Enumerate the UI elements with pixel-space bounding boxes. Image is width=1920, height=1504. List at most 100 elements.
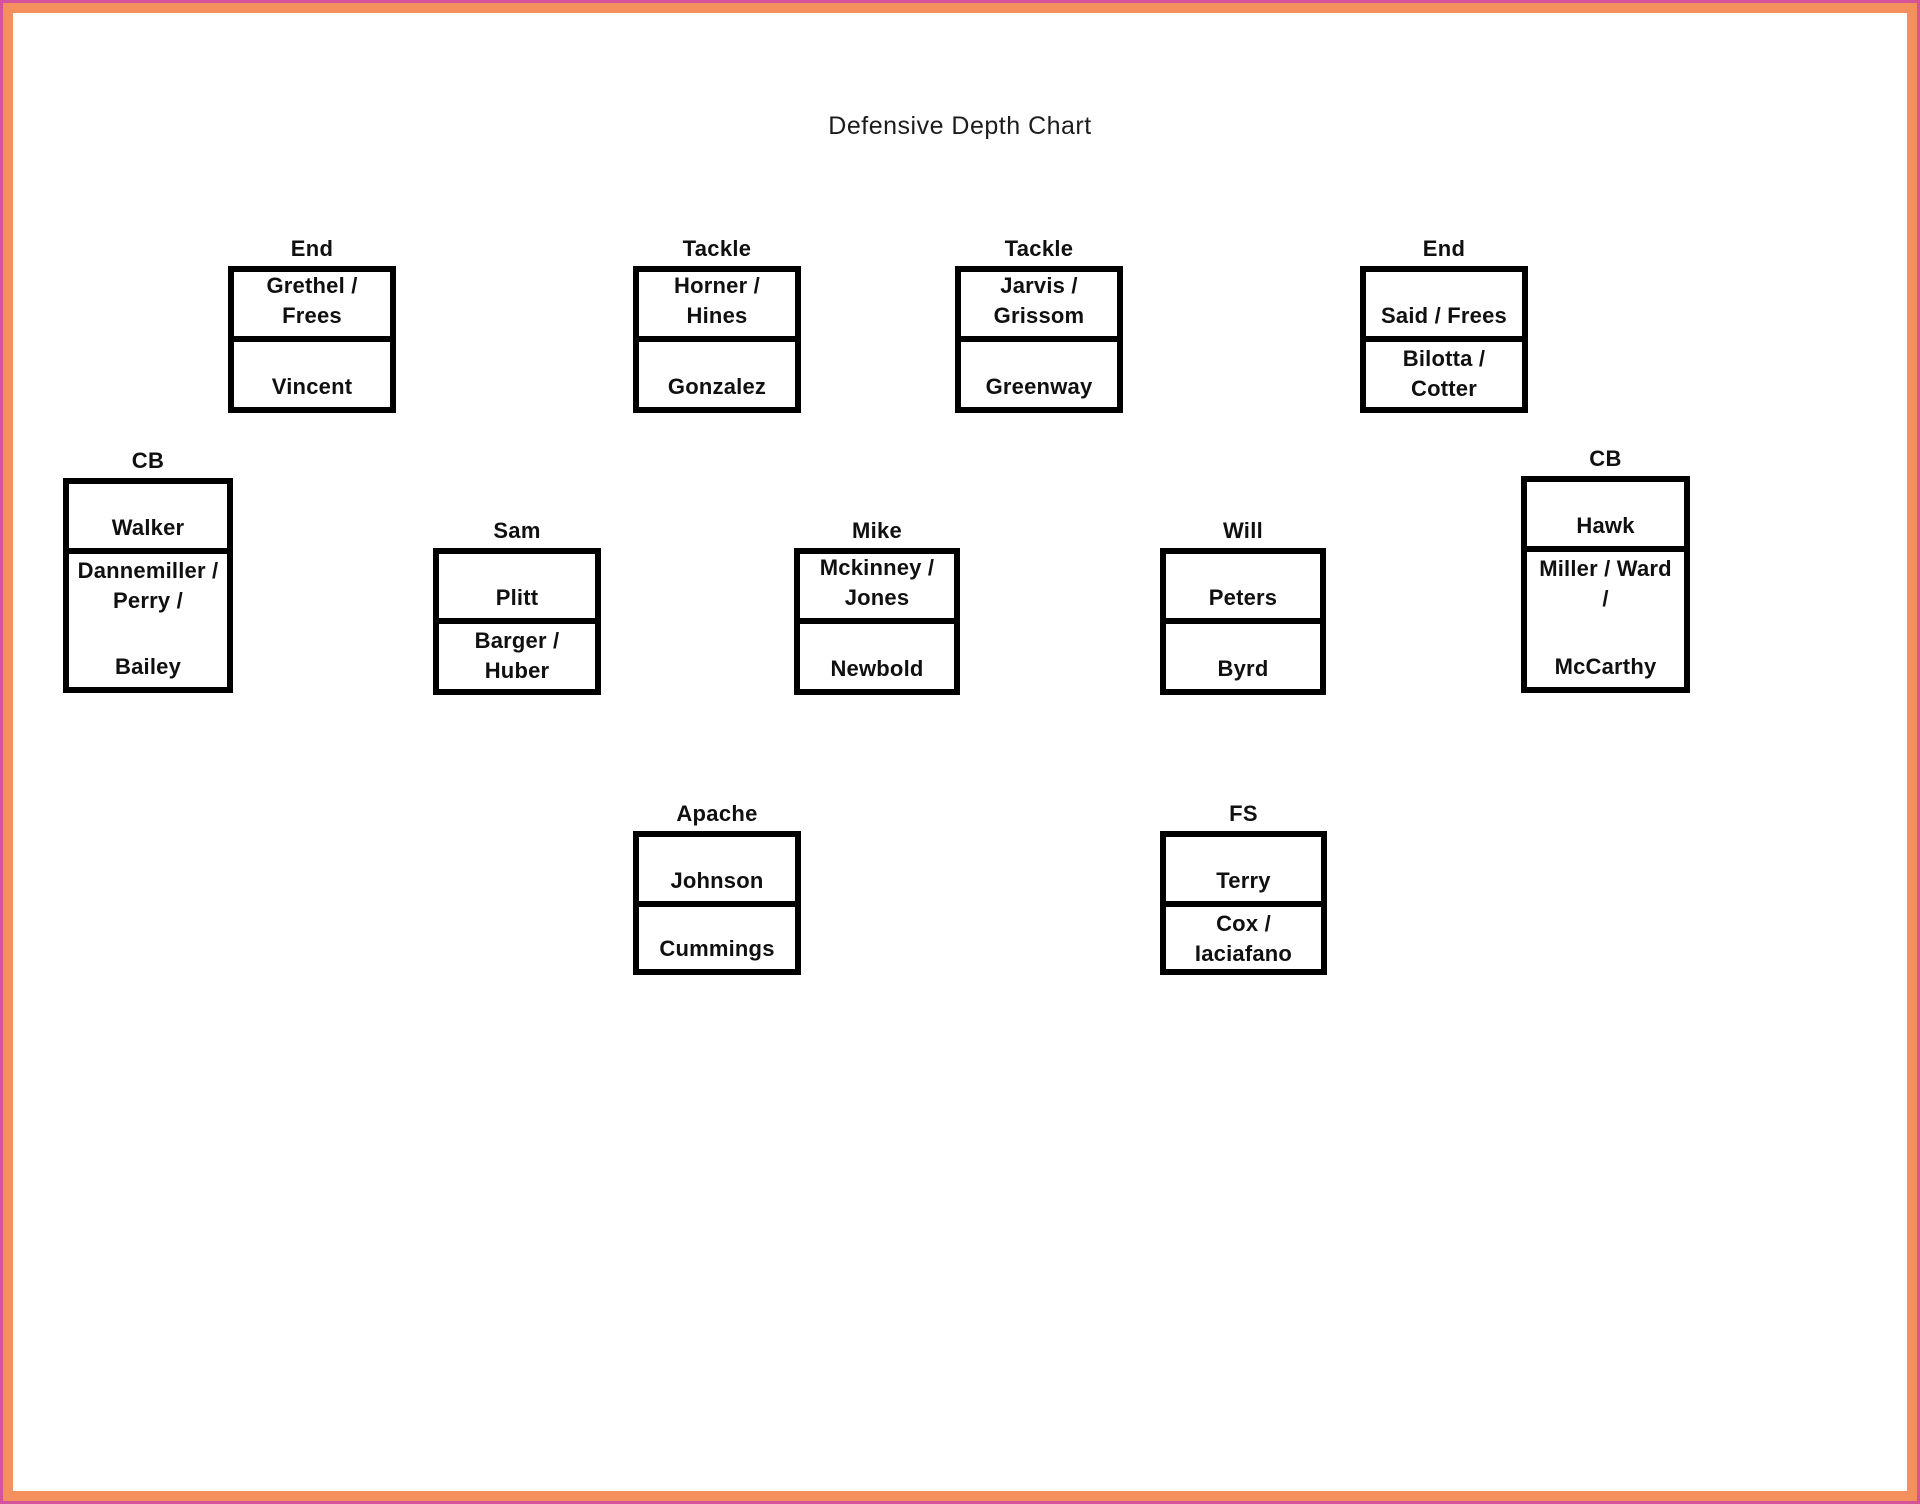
player-name-line: Greenway bbox=[985, 374, 1093, 399]
backup-cell: Barger /Huber bbox=[439, 624, 595, 691]
player-name-group: Terry bbox=[1216, 866, 1270, 896]
player-name-line: / bbox=[1602, 586, 1609, 611]
position-label: Apache bbox=[676, 801, 758, 826]
player-name-line: Grethel / bbox=[266, 273, 358, 298]
backup-cell: Dannemiller /Perry / Bailey bbox=[69, 554, 227, 687]
player-name-group: McCarthy bbox=[1555, 652, 1657, 682]
page-title: Defensive Depth Chart bbox=[828, 112, 1092, 140]
position-label: End bbox=[290, 236, 334, 261]
player-name-line: Grissom bbox=[993, 303, 1085, 328]
backup-cell: Newbold bbox=[800, 624, 954, 689]
starter-cell: Terry bbox=[1166, 837, 1321, 907]
position-label: CB bbox=[1589, 446, 1622, 471]
player-name-group: Mckinney / Jones bbox=[820, 553, 934, 613]
player-name-line: Plitt bbox=[495, 585, 539, 610]
player-name-line: Terry bbox=[1216, 868, 1271, 893]
position-label: End bbox=[1422, 236, 1466, 261]
player-name-group: Walker bbox=[112, 513, 185, 543]
position-label: CB bbox=[131, 448, 165, 473]
player-name-line: Perry / bbox=[113, 588, 183, 613]
backup-cell: Greenway bbox=[961, 342, 1117, 407]
player-name-line: Horner / bbox=[674, 273, 760, 298]
position-label: Sam bbox=[493, 518, 541, 543]
starter-cell: Peters bbox=[1166, 554, 1320, 624]
player-name-line: Johnson bbox=[670, 868, 764, 893]
player-name-line: Bailey bbox=[114, 654, 182, 679]
player-name-group: Newbold bbox=[830, 654, 923, 684]
player-name-group: Jarvis / Grissom bbox=[994, 271, 1085, 331]
starter-cell: Mckinney / Jones bbox=[800, 554, 954, 624]
player-name-group: Cummings bbox=[659, 934, 774, 964]
player-name-group: Bailey bbox=[115, 652, 181, 682]
player-name-group: Byrd bbox=[1218, 654, 1269, 684]
player-name-group: Miller / Ward / bbox=[1539, 554, 1672, 614]
player-name-group: Gonzalez bbox=[668, 372, 766, 402]
player-name-line: Vincent bbox=[271, 374, 353, 399]
player-name-group: Peters bbox=[1209, 583, 1277, 613]
player-name-line: Walker bbox=[111, 515, 185, 540]
player-name-line: Frees bbox=[282, 303, 342, 328]
player-name-group: Vincent bbox=[272, 372, 352, 402]
player-name-line: Bilotta / bbox=[1402, 346, 1486, 371]
starter-cell: Johnson bbox=[639, 837, 795, 907]
player-name-group: Hawk bbox=[1576, 511, 1634, 541]
player-name-line: Newbold bbox=[830, 656, 924, 681]
player-name-line: Hawk bbox=[1576, 513, 1635, 538]
player-name-line: Jarvis / bbox=[1000, 273, 1078, 298]
player-name-line: Huber bbox=[484, 658, 550, 683]
player-name-line: Iaciafano bbox=[1194, 941, 1293, 966]
starter-cell: Walker bbox=[69, 484, 227, 554]
player-name-line: Miller / Ward bbox=[1539, 556, 1672, 581]
player-name-group: Said / Frees bbox=[1381, 301, 1507, 331]
player-name-group: Johnson bbox=[670, 866, 763, 896]
player-name-group: Horner / Hines bbox=[674, 271, 760, 331]
starter-cell: Said / Frees bbox=[1366, 272, 1522, 342]
backup-cell: Bilotta / Cotter bbox=[1366, 342, 1522, 409]
player-name-group: Cox / Iaciafano bbox=[1195, 909, 1292, 969]
player-name-group: Dannemiller /Perry / bbox=[78, 556, 219, 616]
player-name-line: Cotter bbox=[1411, 376, 1477, 401]
backup-cell: Gonzalez bbox=[639, 342, 795, 407]
starter-cell: Horner / Hines bbox=[639, 272, 795, 342]
player-name-line: Jones bbox=[844, 585, 910, 610]
player-name-line: Peters bbox=[1208, 585, 1278, 610]
position-label: FS bbox=[1229, 801, 1258, 826]
backup-cell: Miller / Ward / McCarthy bbox=[1527, 552, 1684, 687]
backup-cell: Cummings bbox=[639, 907, 795, 969]
starter-cell: Jarvis / Grissom bbox=[961, 272, 1117, 342]
player-name-line: Cummings bbox=[659, 936, 775, 961]
backup-cell: Byrd bbox=[1166, 624, 1320, 689]
player-name-line: Mckinney / bbox=[819, 555, 935, 580]
player-name-line: Hines bbox=[686, 303, 748, 328]
backup-cell: Cox / Iaciafano bbox=[1166, 907, 1321, 974]
position-label: Mike bbox=[851, 518, 903, 543]
player-name-line: Cox / bbox=[1216, 911, 1271, 936]
player-name-group: Bilotta / Cotter bbox=[1403, 344, 1485, 404]
player-name-group: Barger /Huber bbox=[475, 626, 560, 686]
starter-cell: Plitt bbox=[439, 554, 595, 624]
backup-cell: Vincent bbox=[234, 342, 390, 407]
position-label: Tackle bbox=[682, 236, 752, 261]
